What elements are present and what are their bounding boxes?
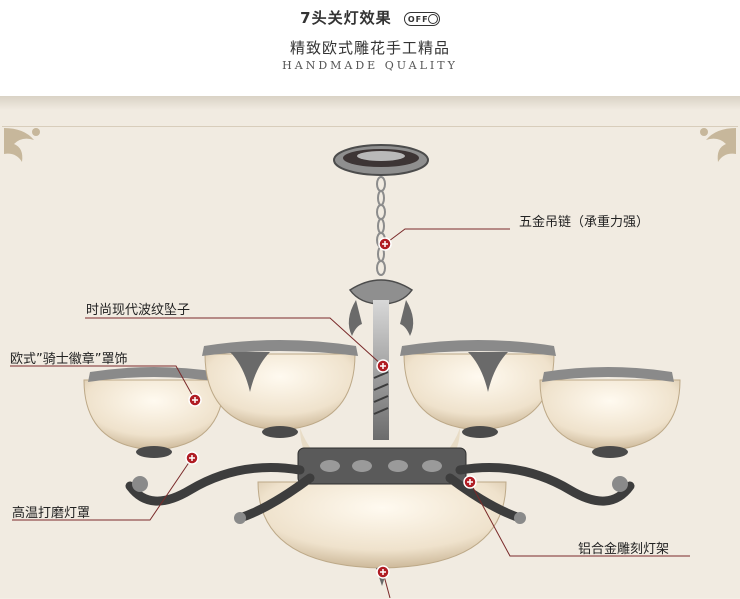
shade-right-inner [400, 340, 556, 431]
shade-left-inner [202, 340, 358, 431]
ripple-pendants [348, 300, 414, 336]
panel-frame [2, 126, 738, 599]
subtitle: 精致欧式雕花手工精品 [289, 39, 450, 57]
toggle-knob [427, 13, 438, 24]
shade-right-outer [539, 367, 681, 451]
marker-pendant [376, 359, 390, 373]
marker-frame [463, 475, 477, 489]
panel-shadow-band [0, 96, 740, 110]
off-toggle[interactable]: OFF [403, 11, 440, 26]
callout-pendant: 时尚现代波纹坠子 [86, 303, 191, 318]
corner-ornament-left [4, 128, 40, 162]
marker-chain [378, 237, 392, 251]
hanging-chain [376, 176, 386, 276]
callout-glass-shade: 高温打磨灯罩 [12, 506, 91, 521]
callout-chain: 五金吊链（承重力强） [519, 215, 650, 230]
marker-bottom [376, 565, 390, 579]
toggle-label: OFF [407, 14, 429, 24]
title-row: 7头关灯效果 OFF [0, 7, 740, 28]
corner-ornament-right [700, 128, 736, 162]
page-title: 7头关灯效果 [300, 9, 392, 27]
header: 7头关灯效果 OFF 精致欧式雕花手工精品 HANDMADE QUALITY [0, 0, 740, 96]
marker-shade-cover [188, 393, 202, 407]
scroll-arms [125, 463, 635, 523]
marker-glass-shade [185, 451, 199, 465]
callout-lines [10, 228, 690, 598]
shade-left-outer [83, 367, 225, 451]
callout-shade-cover: 欧式”骑士徽章”罩饰 [10, 352, 128, 367]
callout-frame: 铝合金雕刻灯架 [578, 542, 670, 557]
ceiling-canopy [333, 144, 429, 176]
top-cup [348, 279, 414, 305]
subtitle-en: HANDMADE QUALITY [282, 59, 458, 72]
callout-markers [185, 237, 477, 579]
